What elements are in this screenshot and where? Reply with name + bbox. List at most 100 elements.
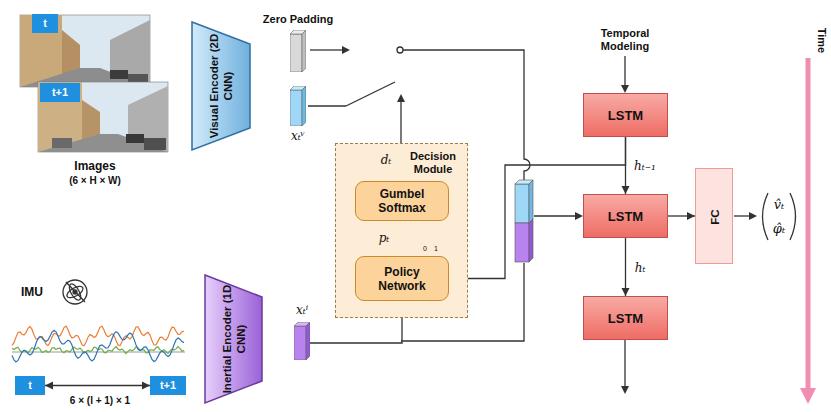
drawing-part bbox=[790, 193, 796, 240]
drawing-part bbox=[534, 215, 575, 216]
trapezoid-outline bbox=[192, 22, 250, 150]
drawing-part bbox=[624, 56, 625, 86]
time-tag: t+1 bbox=[150, 376, 186, 395]
lstm-cell: LSTM bbox=[583, 194, 668, 238]
drawing-part bbox=[734, 215, 750, 216]
arrow-head bbox=[622, 288, 630, 296]
imu-waveform bbox=[12, 326, 185, 362]
drawing-part bbox=[66, 282, 85, 302]
visual-feature: xₜᵛ bbox=[290, 86, 306, 126]
decision-module: Decision ModuleGumbel SoftmaxPolicy Netw… bbox=[335, 143, 468, 318]
label-text: 6 × (l + 1) × 1 bbox=[70, 395, 130, 407]
edge-label: pₜ bbox=[379, 231, 390, 246]
trapezoid-outline bbox=[205, 275, 262, 403]
inertial-feature: xₜⁱ bbox=[294, 322, 310, 360]
label-text: Images bbox=[74, 159, 115, 173]
drawing-part bbox=[397, 94, 405, 102]
arrow-head bbox=[687, 212, 695, 220]
zero-padding-block: Zero Padding bbox=[290, 30, 306, 72]
drawing-part bbox=[38, 134, 168, 152]
drawing-part bbox=[515, 184, 529, 223]
label-text: Time bbox=[815, 27, 828, 52]
node-text: LSTM bbox=[608, 108, 643, 123]
drawing-part bbox=[763, 193, 769, 240]
visual-encoder: Visual Encoder (2D CNN) bbox=[192, 22, 250, 150]
drawing-part bbox=[529, 180, 533, 223]
drawing-part bbox=[144, 138, 166, 150]
drawing-part bbox=[310, 49, 342, 50]
node-text: t bbox=[43, 17, 47, 30]
drawing-part bbox=[806, 58, 811, 388]
node-text: LSTM bbox=[608, 209, 643, 224]
cuboid-front bbox=[290, 90, 302, 126]
wires bbox=[308, 47, 796, 386]
node-text: xₜⁱ bbox=[296, 303, 308, 318]
cuboid-shape bbox=[290, 86, 306, 126]
connector-line bbox=[625, 238, 626, 296]
label-text: (6 × H × W) bbox=[69, 175, 121, 187]
node-text: xₜᵛ bbox=[291, 129, 305, 144]
drawing-part bbox=[342, 46, 350, 54]
concat-feature bbox=[515, 180, 533, 262]
lstm-cell: LSTM bbox=[583, 296, 668, 340]
trapezoid-shape bbox=[205, 275, 262, 403]
drawing-part bbox=[515, 223, 529, 262]
label-text: v̂ₜ bbox=[774, 197, 785, 213]
node-text: FC bbox=[708, 174, 722, 260]
cuboid-front bbox=[294, 326, 306, 360]
node-text: Gumbel Softmax bbox=[356, 187, 448, 215]
drawing-part bbox=[110, 70, 128, 79]
label-text: dₜ bbox=[381, 153, 392, 168]
arrow-head bbox=[45, 382, 53, 390]
inertial-encoder: Inertial Encoder (1D CNN) bbox=[205, 275, 262, 403]
signal-trace bbox=[12, 330, 184, 362]
node-text: Policy Network bbox=[356, 265, 448, 293]
drawing-part bbox=[529, 219, 533, 262]
drawing-part bbox=[800, 388, 816, 404]
trapezoid-shape bbox=[192, 22, 250, 150]
node-text: LSTM bbox=[608, 311, 643, 326]
drawing-part bbox=[621, 386, 629, 394]
drawing-part bbox=[63, 280, 87, 304]
connector bbox=[45, 382, 150, 390]
arrow-heads bbox=[342, 46, 757, 394]
drawing-part bbox=[126, 134, 144, 143]
drawing-part bbox=[624, 340, 625, 386]
arrow-head bbox=[622, 186, 630, 194]
drawing-part bbox=[308, 105, 346, 106]
drawing-part bbox=[38, 82, 168, 152]
cuboid-shape bbox=[294, 322, 310, 360]
drawing-part bbox=[749, 212, 757, 220]
connector bbox=[622, 238, 630, 296]
policy-network-box: Policy Network bbox=[355, 256, 449, 301]
label-text: φ̂ₜ bbox=[773, 221, 785, 237]
node-text: t+1 bbox=[52, 86, 68, 99]
connector-line bbox=[45, 385, 150, 386]
node-text: Zero Padding bbox=[263, 13, 333, 26]
edge-label: hₜ₋₁ bbox=[634, 159, 656, 174]
drawing-part bbox=[397, 47, 403, 53]
drawing-part bbox=[575, 212, 583, 220]
cuboid-front bbox=[290, 34, 302, 72]
label-text: 1 bbox=[434, 245, 438, 253]
connector bbox=[668, 212, 695, 220]
signal-trace bbox=[12, 326, 184, 346]
label-text: 0 bbox=[423, 245, 427, 253]
cuboid-side bbox=[302, 86, 306, 126]
node-text: Visual Encoder (2D CNN) bbox=[207, 30, 235, 142]
node-text: t+1 bbox=[160, 379, 176, 392]
label-text: Temporal Modeling bbox=[589, 27, 661, 53]
cuboid-shape bbox=[290, 30, 306, 72]
imu-icon bbox=[63, 280, 87, 304]
label-text: IMU bbox=[21, 285, 43, 299]
drawing-part bbox=[621, 85, 629, 93]
node-text: t bbox=[28, 379, 32, 392]
baseline bbox=[12, 352, 185, 353]
time-tag: t+1 bbox=[40, 83, 80, 102]
time-tag: t bbox=[15, 376, 45, 395]
gumbel-softmax-box: Gumbel Softmax bbox=[355, 181, 449, 221]
time-arrow bbox=[800, 58, 816, 404]
cuboid-side bbox=[306, 322, 310, 360]
node-text: Decision Module bbox=[404, 150, 462, 176]
